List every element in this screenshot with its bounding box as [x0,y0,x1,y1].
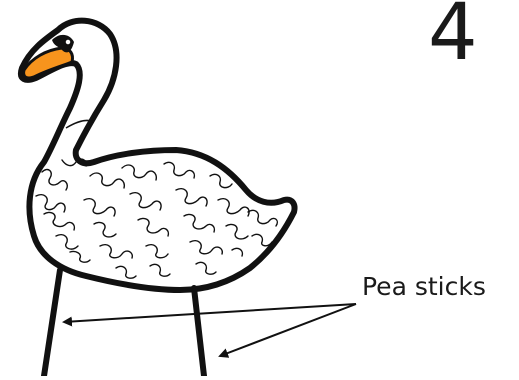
arrow-to-left-stick [64,304,356,322]
step-number: 4 [428,0,478,72]
pea-stick-right [194,288,204,376]
pea-stick-left [44,270,60,376]
eye [65,39,71,45]
pea-sticks-label: Pea sticks [362,274,486,299]
